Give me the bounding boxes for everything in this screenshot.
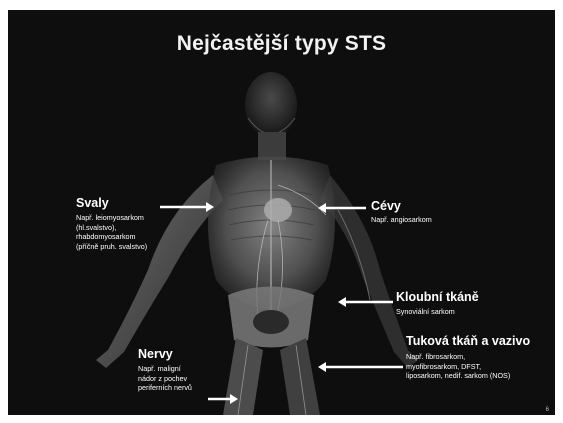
- label-tukova-heading: Tuková tkáň a vazivo: [406, 334, 530, 348]
- page-number: 6: [546, 407, 549, 413]
- label-kloubni-heading: Kloubní tkáně: [396, 290, 479, 304]
- label-nervy-heading: Nervy: [138, 347, 173, 361]
- slide-title: Nejčastější typy STS: [8, 32, 555, 56]
- label-cevy-desc: Např. angiosarkom: [371, 215, 432, 225]
- slide-panel: Nejčastější typy STS Svaly Např. leiomyo…: [8, 10, 555, 415]
- label-svaly-line: Např. leiomyosarkom: [76, 213, 147, 223]
- label-svaly-line: (příčně pruh. svalstvo): [76, 242, 147, 252]
- label-svaly-line: (hl.svalstvo),: [76, 223, 147, 233]
- label-cevy-heading: Cévy: [371, 199, 401, 213]
- label-kloubni-line: Synoviální sarkom: [396, 307, 455, 317]
- label-tukova-desc: Např. fibrosarkom, myofibrosarkom, DFST,…: [406, 352, 510, 381]
- label-nervy-line: periferních nervů: [138, 383, 192, 393]
- label-nervy-desc: Např. maligní nádor z pochev periferních…: [138, 364, 192, 393]
- label-tukova-line: liposarkom, nedif. sarkom (NOS): [406, 371, 510, 381]
- label-tukova-line: Např. fibrosarkom,: [406, 352, 510, 362]
- label-kloubni-desc: Synoviální sarkom: [396, 307, 455, 317]
- label-cevy-line: Např. angiosarkom: [371, 215, 432, 225]
- label-svaly-desc: Např. leiomyosarkom (hl.svalstvo), rhabd…: [76, 213, 147, 251]
- label-tukova-line: myofibrosarkom, DFST,: [406, 362, 510, 372]
- label-nervy-line: Např. maligní: [138, 364, 192, 374]
- label-svaly-line: rhabdomyosarkom: [76, 232, 147, 242]
- label-svaly-heading: Svaly: [76, 196, 109, 210]
- label-nervy-line: nádor z pochev: [138, 374, 192, 384]
